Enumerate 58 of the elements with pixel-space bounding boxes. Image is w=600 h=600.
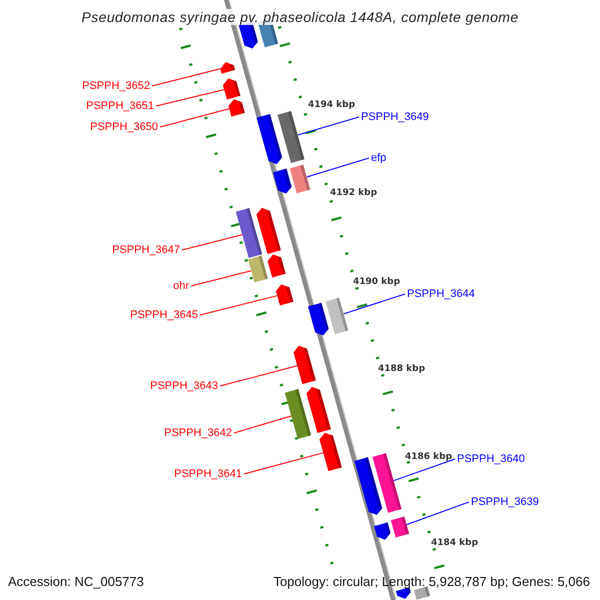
leader-line bbox=[297, 116, 360, 136]
leader-line bbox=[393, 458, 456, 482]
gene-feature bbox=[354, 457, 384, 517]
gene-label: PSPPH_3645 bbox=[130, 308, 198, 322]
gene-feature bbox=[222, 76, 240, 100]
gene-feature bbox=[274, 282, 294, 306]
gene-label: PSPPH_3649 bbox=[361, 110, 429, 124]
gene-feature bbox=[318, 430, 342, 472]
leader-line bbox=[406, 502, 470, 526]
gene-label: PSPPH_3644 bbox=[407, 287, 475, 301]
cog-bar bbox=[236, 208, 262, 258]
scale-label: 4190 kbp bbox=[353, 277, 400, 287]
gene-feature bbox=[273, 168, 293, 196]
gene-label: PSPPH_3650 bbox=[90, 120, 158, 134]
cog-bar bbox=[326, 298, 348, 334]
scale-label: 4186 kbp bbox=[405, 452, 452, 462]
gene-label: PSPPH_3643 bbox=[150, 379, 218, 393]
leader-line bbox=[234, 416, 292, 434]
scale-label: 4184 kbp bbox=[431, 538, 478, 548]
gene-feature bbox=[266, 252, 286, 278]
cog-bar bbox=[278, 111, 304, 163]
leader-line bbox=[343, 294, 406, 314]
gene-label: efp bbox=[371, 151, 386, 165]
cog-bar bbox=[290, 164, 310, 194]
footer-note: Topology: circular; Length: 5,928,787 bp; Genes: 5,066 bbox=[273, 574, 590, 589]
leader-line bbox=[160, 108, 230, 128]
scale-label: 4188 kbp bbox=[378, 364, 426, 374]
cog-bar bbox=[248, 256, 268, 282]
gene-label: PSPPH_3639 bbox=[471, 495, 539, 509]
gene-label: PSPPH_3641 bbox=[174, 467, 242, 481]
gene-label: PSPPH_3647 bbox=[112, 243, 180, 257]
leader-line bbox=[182, 234, 243, 250]
gene-feature bbox=[396, 587, 412, 600]
leader-line bbox=[244, 452, 324, 474]
gene-feature bbox=[227, 97, 245, 117]
gene-label: PSPPH_3642 bbox=[164, 426, 232, 440]
leader-line bbox=[200, 295, 278, 316]
cog-bar bbox=[284, 389, 312, 439]
leader-line bbox=[306, 158, 370, 178]
gene-feature bbox=[292, 344, 316, 384]
gene-feature bbox=[256, 114, 284, 166]
leader-line bbox=[190, 270, 252, 286]
scale-label: 4192 kbp bbox=[330, 188, 378, 198]
gene-label: ohr bbox=[173, 279, 189, 293]
gene-label: PSPPH_3640 bbox=[457, 452, 525, 466]
cog-bar bbox=[390, 516, 410, 538]
scale-label: 4194 kbp bbox=[308, 100, 356, 110]
leader-line bbox=[152, 68, 221, 86]
gene-feature bbox=[308, 302, 330, 338]
diagram-title: Pseudomonas syringae pv. phaseolicola 1448A, complete genome bbox=[82, 9, 518, 25]
footer-note: Accession: NC_005773 bbox=[8, 574, 144, 589]
gene-feature bbox=[218, 60, 236, 74]
leader-line bbox=[220, 365, 298, 386]
gene-feature bbox=[374, 522, 392, 542]
gene-label: PSPPH_3652 bbox=[82, 79, 150, 93]
gene-label: PSPPH_3651 bbox=[86, 99, 154, 113]
leader-line bbox=[156, 89, 225, 106]
gene-feature bbox=[305, 384, 331, 434]
